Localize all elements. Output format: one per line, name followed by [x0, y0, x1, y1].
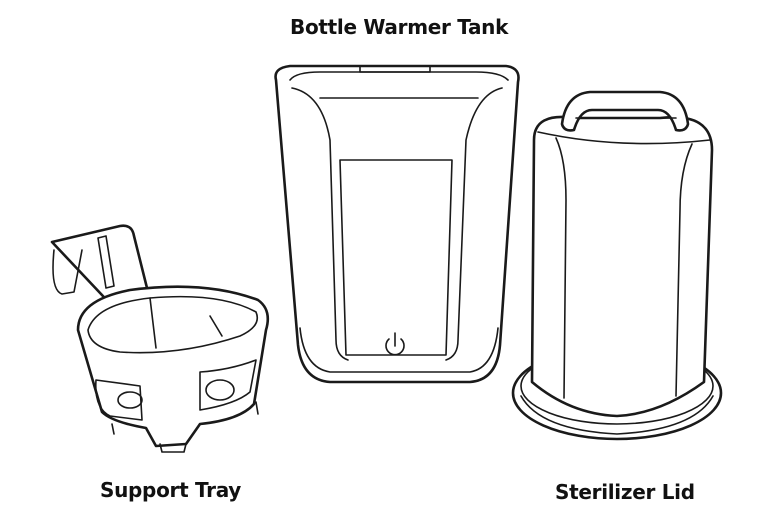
support-tray-label: Support Tray	[100, 478, 242, 502]
sterilizer-lid-label: Sterilizer Lid	[555, 480, 695, 504]
power-icon	[385, 332, 405, 356]
support-tray	[50, 224, 270, 453]
bottle-warmer-tank	[274, 64, 520, 384]
bottle-warmer-tank-label: Bottle Warmer Tank	[290, 15, 509, 39]
sterilizer-lid	[511, 90, 723, 441]
